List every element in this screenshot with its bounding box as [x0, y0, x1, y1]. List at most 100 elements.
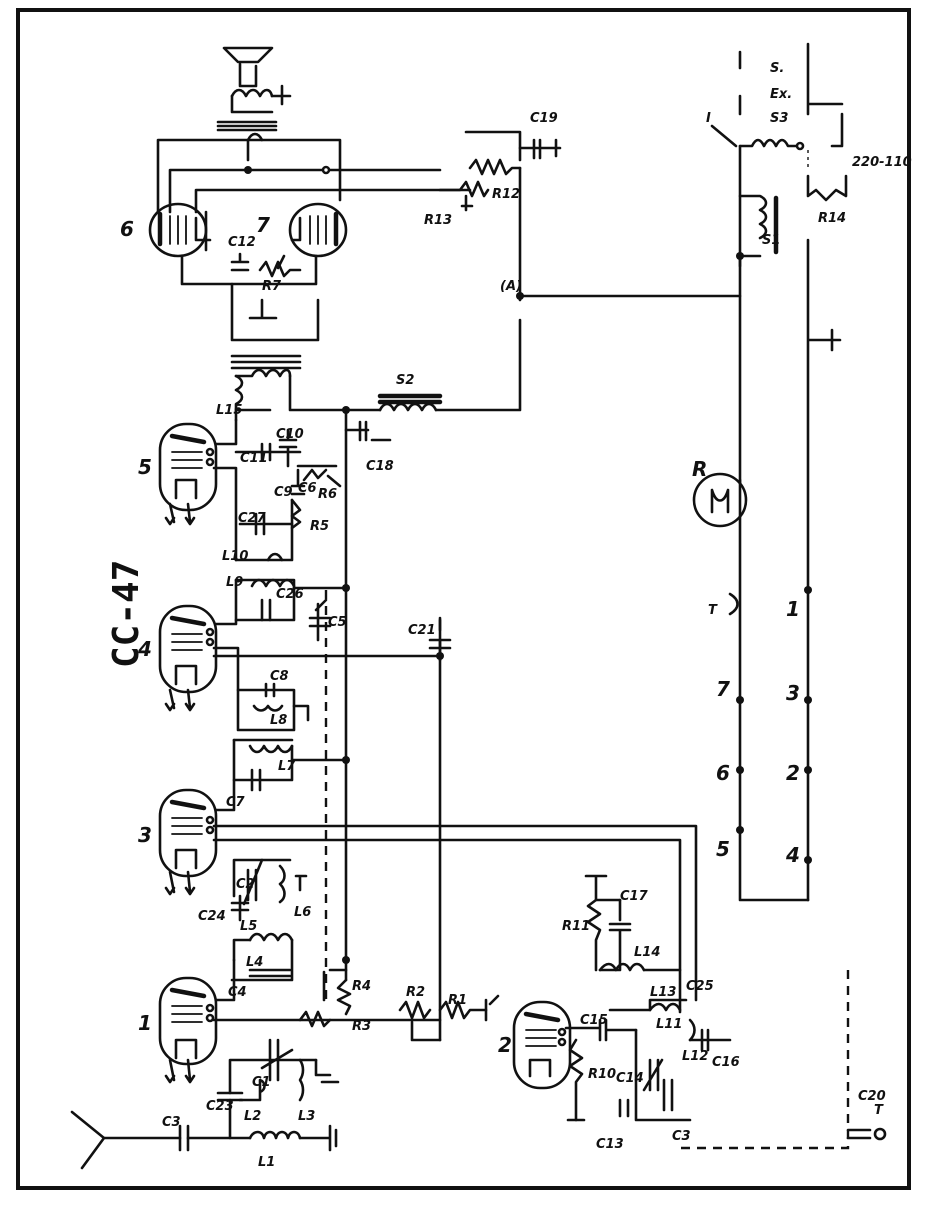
connector-3: 3 [786, 681, 800, 705]
output-transformer [156, 120, 472, 214]
label-ground-t: T [874, 1103, 884, 1118]
label-r12: R12 [492, 187, 520, 202]
tube-label-7: 7 [256, 213, 270, 237]
label-r1: R1 [448, 993, 467, 1008]
label-r11: R11 [562, 919, 590, 934]
label-s: S. [770, 61, 784, 76]
coil-l8 [236, 682, 310, 732]
label-c15: C15 [580, 1013, 608, 1028]
label-r4: R4 [352, 979, 371, 994]
if-coil-l7 [232, 738, 348, 792]
connector-2: 2 [786, 761, 800, 785]
label-l13: L13 [650, 985, 676, 1000]
label-c17: C17 [620, 889, 649, 904]
label-node-a: (A) [500, 279, 522, 294]
oscillator-tank [584, 874, 682, 972]
label-l2: L2 [244, 1109, 261, 1124]
label-l10: L10 [222, 549, 248, 564]
connector-7: 7 [716, 677, 730, 701]
tube-7 [288, 202, 348, 258]
label-c23: C23 [206, 1099, 234, 1114]
label-pilot-r: R [692, 457, 707, 481]
label-c7: C7 [226, 795, 246, 810]
label-l1: L1 [258, 1155, 275, 1170]
connector-5: 5 [716, 837, 730, 861]
connector-1: 1 [786, 597, 800, 621]
label-r6: R6 [318, 487, 337, 502]
label-c25: C25 [686, 979, 714, 994]
label-r6-c6: C6 [298, 481, 317, 496]
label-c21: C21 [408, 623, 436, 638]
if-coil-l4 [230, 858, 308, 982]
antenna-input-stage [178, 1038, 340, 1152]
detector-stage [234, 428, 342, 562]
label-s3: S3 [770, 111, 788, 126]
tube-label-6: 6 [120, 217, 134, 241]
label-c13: C13 [596, 1137, 624, 1152]
hv-filter [438, 130, 742, 302]
heater-chain-dots [736, 586, 812, 864]
label-c2: C2 [236, 877, 255, 892]
tube-1 [158, 958, 442, 1084]
label-c9: C9 [274, 485, 293, 500]
label-l8: L8 [270, 713, 287, 728]
page-border [16, 8, 911, 1190]
label-c11: C11 [240, 451, 268, 466]
label-c20: C20 [858, 1089, 886, 1104]
label-c8: C8 [270, 669, 289, 684]
label-c18: C18 [366, 459, 394, 474]
label-l9: L9 [226, 575, 243, 590]
label-c3-lower: C3 [672, 1129, 691, 1144]
label-r3: R3 [352, 1019, 371, 1034]
label-c27: C27 [238, 511, 267, 526]
tube-label-1: 1 [138, 1011, 152, 1035]
pilot-lamp [692, 472, 748, 528]
label-r2: R2 [406, 985, 425, 1000]
label-c26: C26 [276, 587, 304, 602]
label-l14: L14 [634, 945, 660, 960]
label-fuse-t: T [708, 603, 718, 618]
volume-resistors [298, 978, 500, 1042]
tube-label-2: 2 [498, 1033, 512, 1057]
label-c24: C24 [198, 909, 226, 924]
speaker-icon [222, 46, 292, 114]
label-r10: R10 [588, 1067, 616, 1082]
coil-l15 [234, 368, 348, 422]
label-l4: L4 [246, 955, 263, 970]
label-r5: R5 [310, 519, 329, 534]
label-l11: L11 [656, 1017, 682, 1032]
fuse-t [728, 592, 739, 616]
diagram-title: CC-47 [106, 560, 147, 668]
tube-4 [158, 578, 442, 712]
ground-terminal-c20 [680, 970, 887, 1150]
label-c4: C4 [228, 985, 247, 1000]
label-l12: L12 [682, 1049, 708, 1064]
label-r7: R7 [262, 279, 282, 294]
label-l7: L7 [278, 759, 296, 774]
label-l3: L3 [298, 1109, 315, 1124]
tube-6 [148, 202, 212, 258]
label-c3-antenna: C3 [162, 1115, 181, 1130]
label-c1: C1 [252, 1075, 271, 1090]
label-c5: C5 [328, 615, 347, 630]
antenna-symbol [70, 1110, 182, 1170]
tube-label-4: 4 [137, 637, 152, 661]
label-c16: C16 [712, 1055, 740, 1070]
tube-label-3: 3 [138, 823, 152, 847]
label-s1: S1 [762, 233, 780, 248]
filter-stage [344, 318, 522, 662]
label-c10: C10 [276, 427, 304, 442]
connector-6: 6 [716, 761, 730, 785]
label-r13: R13 [424, 213, 452, 228]
label-ex: Ex. [770, 87, 792, 102]
label-l6: L6 [294, 905, 311, 920]
supply-bus-lines [322, 406, 444, 1042]
label-s2: S2 [396, 373, 414, 388]
label-l5: L5 [240, 919, 257, 934]
tube-2 [512, 998, 732, 1122]
tube-label-5: 5 [138, 455, 152, 479]
output-bias-network [180, 252, 320, 370]
label-r14: R14 [818, 211, 846, 226]
